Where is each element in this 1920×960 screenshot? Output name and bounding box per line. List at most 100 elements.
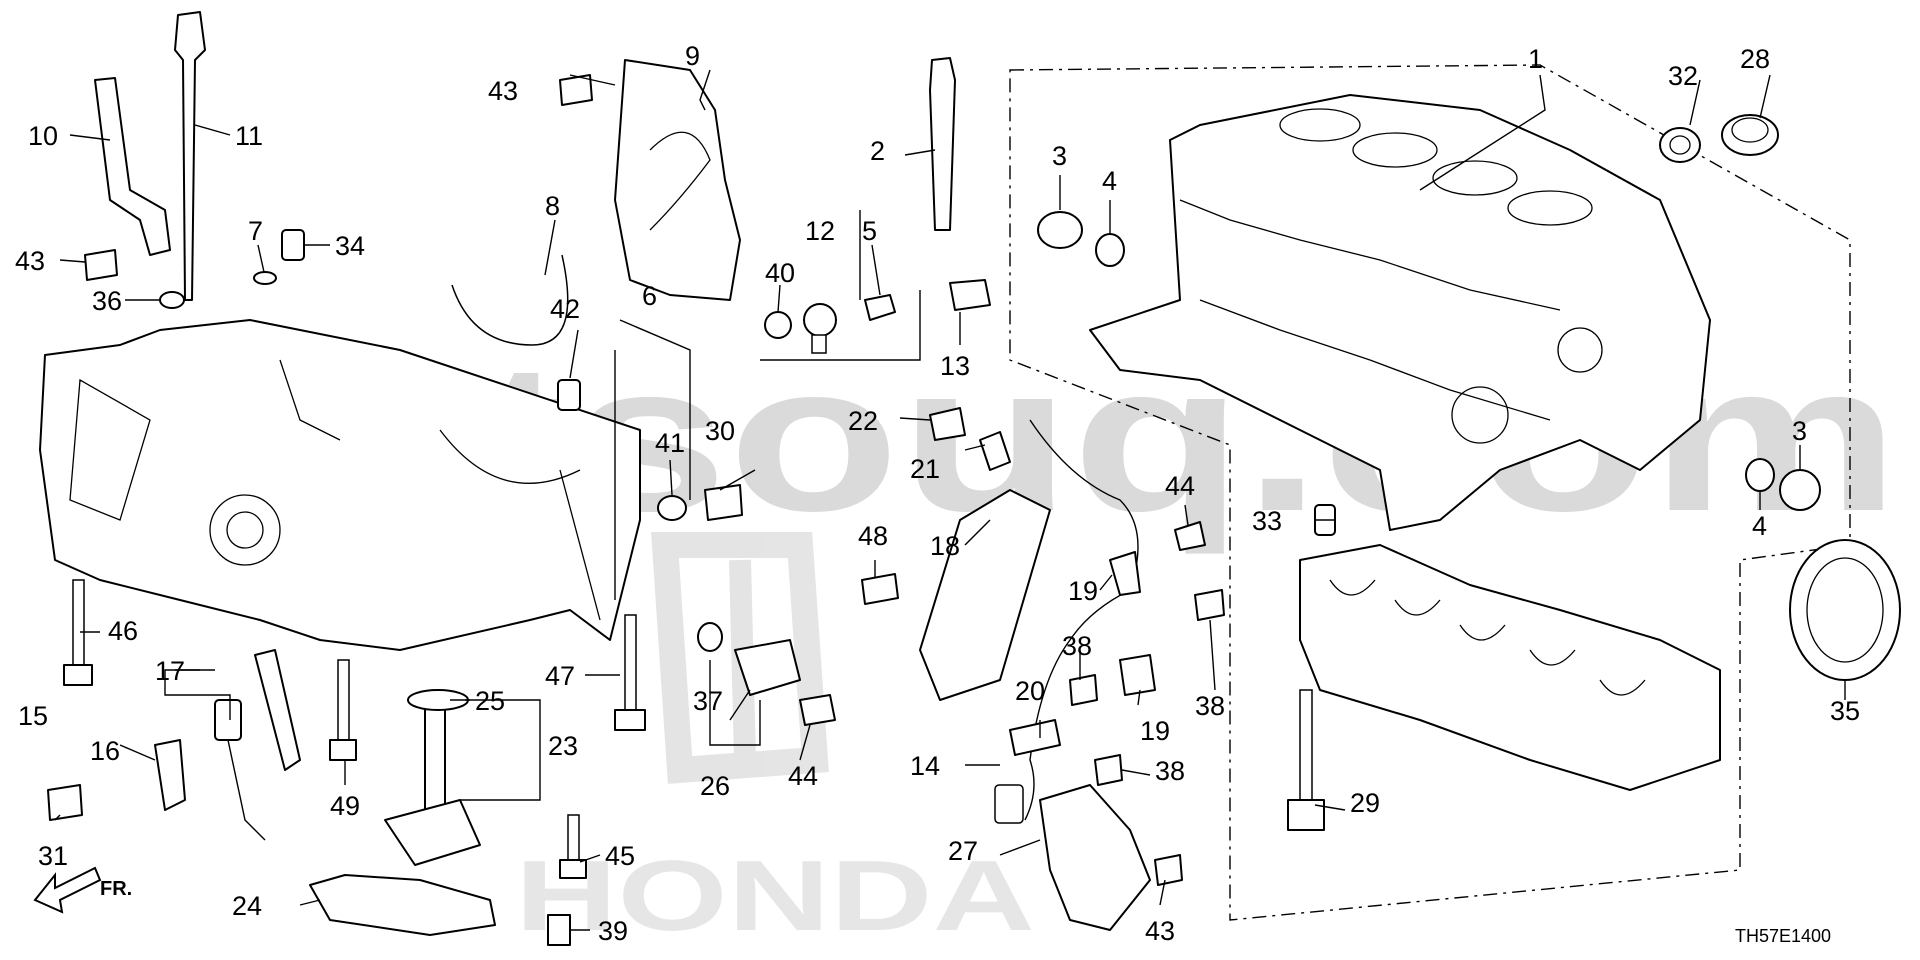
sensor-13[interactable] bbox=[949, 279, 991, 311]
cover-27[interactable] bbox=[1039, 784, 1151, 931]
callout-17[interactable]: 17 bbox=[155, 656, 185, 686]
callout-27[interactable]: 27 bbox=[948, 836, 978, 866]
bolt-43-bottom[interactable] bbox=[1154, 854, 1183, 886]
sensor-48[interactable] bbox=[861, 573, 899, 605]
callout-20[interactable]: 20 bbox=[1015, 676, 1045, 706]
oil-seal-35[interactable] bbox=[1789, 539, 1901, 681]
callout-46[interactable]: 46 bbox=[108, 616, 138, 646]
callout-4-lower[interactable]: 4 bbox=[1752, 511, 1767, 541]
harness-14[interactable] bbox=[994, 419, 1139, 824]
washer-4-lower[interactable] bbox=[1745, 458, 1775, 492]
callout-11[interactable]: 11 bbox=[235, 121, 263, 151]
callout-31[interactable]: 31 bbox=[38, 841, 68, 871]
callout-19-lower[interactable]: 19 bbox=[1140, 716, 1170, 746]
oil-strainer-23[interactable] bbox=[384, 699, 481, 866]
washer-32[interactable] bbox=[1659, 127, 1701, 163]
callout-6[interactable]: 6 bbox=[642, 281, 657, 311]
callout-3-upper[interactable]: 3 bbox=[1052, 141, 1067, 171]
callout-44-lower[interactable]: 44 bbox=[788, 761, 818, 791]
callout-8[interactable]: 8 bbox=[545, 191, 560, 221]
bolt-45[interactable] bbox=[559, 814, 587, 879]
callout-24[interactable]: 24 bbox=[232, 891, 262, 921]
bolt-29[interactable] bbox=[1287, 689, 1325, 831]
callout-45[interactable]: 45 bbox=[605, 841, 635, 871]
plug-3-upper[interactable] bbox=[1037, 211, 1083, 249]
washer-41[interactable] bbox=[657, 495, 687, 521]
callout-39[interactable]: 39 bbox=[598, 916, 628, 946]
bolt-49[interactable] bbox=[329, 659, 357, 761]
oil-pan-assembly[interactable] bbox=[39, 319, 641, 651]
callout-23[interactable]: 23 bbox=[548, 731, 578, 761]
bolt-5[interactable] bbox=[864, 294, 896, 321]
callout-44-upper[interactable]: 44 bbox=[1165, 471, 1195, 501]
callout-3-lower[interactable]: 3 bbox=[1792, 416, 1807, 446]
callout-43-bottom[interactable]: 43 bbox=[1145, 916, 1175, 946]
callout-15[interactable]: 15 bbox=[18, 701, 48, 731]
callout-14[interactable]: 14 bbox=[910, 751, 940, 781]
callout-32[interactable]: 32 bbox=[1668, 61, 1698, 91]
callout-38-a[interactable]: 38 bbox=[1062, 631, 1092, 661]
connector-15[interactable] bbox=[214, 699, 266, 841]
callout-37[interactable]: 37 bbox=[693, 686, 723, 716]
lower-block-bearing-carrier[interactable] bbox=[1299, 544, 1721, 791]
sensor-44-lower[interactable] bbox=[799, 694, 836, 726]
callout-10[interactable]: 10 bbox=[28, 121, 58, 151]
callout-4-upper[interactable]: 4 bbox=[1102, 166, 1117, 196]
bolt-38-b[interactable] bbox=[1069, 674, 1098, 706]
callout-16[interactable]: 16 bbox=[90, 736, 120, 766]
callout-26[interactable]: 26 bbox=[700, 771, 730, 801]
callout-34[interactable]: 34 bbox=[335, 231, 365, 261]
baffle-24[interactable] bbox=[309, 874, 496, 936]
callout-47[interactable]: 47 bbox=[545, 661, 575, 691]
dowel-34[interactable] bbox=[281, 229, 305, 261]
dipstick-11[interactable] bbox=[174, 11, 206, 301]
sensor-16[interactable] bbox=[154, 739, 186, 811]
dipstick-pipe-10[interactable] bbox=[94, 77, 171, 256]
bolt-30[interactable] bbox=[704, 484, 743, 521]
sensor-44-upper[interactable] bbox=[1174, 521, 1206, 551]
bolt-38-c[interactable] bbox=[1094, 754, 1123, 786]
callout-7[interactable]: 7 bbox=[248, 216, 263, 246]
seal-8[interactable] bbox=[451, 254, 569, 346]
callout-38-b[interactable]: 38 bbox=[1195, 691, 1225, 721]
callout-36[interactable]: 36 bbox=[92, 286, 122, 316]
callout-5[interactable]: 5 bbox=[862, 216, 877, 246]
plug-28[interactable] bbox=[1721, 114, 1779, 156]
callout-22[interactable]: 22 bbox=[848, 406, 878, 436]
callout-38-c[interactable]: 38 bbox=[1155, 756, 1185, 786]
callout-9[interactable]: 9 bbox=[685, 41, 700, 71]
nut-40[interactable] bbox=[764, 311, 792, 339]
callout-33[interactable]: 33 bbox=[1252, 506, 1282, 536]
callout-42[interactable]: 42 bbox=[550, 294, 580, 324]
bolt-43-left[interactable] bbox=[84, 249, 118, 281]
callout-43-left[interactable]: 43 bbox=[15, 246, 45, 276]
callout-1[interactable]: 1 bbox=[1528, 44, 1543, 74]
washer-4-upper[interactable] bbox=[1095, 233, 1125, 267]
washer-36[interactable] bbox=[159, 291, 185, 309]
callout-29[interactable]: 29 bbox=[1350, 788, 1380, 818]
clamp-19-lower[interactable] bbox=[1119, 654, 1156, 696]
callout-2[interactable]: 2 bbox=[870, 136, 885, 166]
callout-40[interactable]: 40 bbox=[765, 258, 795, 288]
callout-41[interactable]: 41 bbox=[655, 428, 685, 458]
cylinder-block[interactable] bbox=[1089, 94, 1711, 531]
knock-sensor-12[interactable] bbox=[803, 303, 837, 354]
cover-18[interactable] bbox=[919, 489, 1051, 701]
callout-35[interactable]: 35 bbox=[1830, 696, 1860, 726]
clip-21[interactable] bbox=[979, 431, 1011, 471]
bracket-20[interactable] bbox=[1009, 719, 1061, 756]
bolt-38-a[interactable] bbox=[1194, 589, 1225, 621]
callout-25[interactable]: 25 bbox=[475, 686, 505, 716]
bolt-46[interactable] bbox=[63, 579, 93, 686]
vtc-solenoid-26[interactable] bbox=[734, 639, 801, 696]
callout-21[interactable]: 21 bbox=[910, 454, 940, 484]
baffle-plate-9[interactable] bbox=[614, 59, 741, 301]
callout-12[interactable]: 12 bbox=[805, 216, 835, 246]
bolt-47[interactable] bbox=[614, 614, 646, 731]
callout-43-top[interactable]: 43 bbox=[488, 76, 518, 106]
sensor-22[interactable] bbox=[929, 407, 966, 441]
sensor-bracket-2[interactable] bbox=[929, 57, 956, 231]
bolt-31[interactable] bbox=[47, 784, 83, 821]
dowel-42[interactable] bbox=[557, 379, 581, 411]
o-ring-7[interactable] bbox=[253, 271, 277, 285]
